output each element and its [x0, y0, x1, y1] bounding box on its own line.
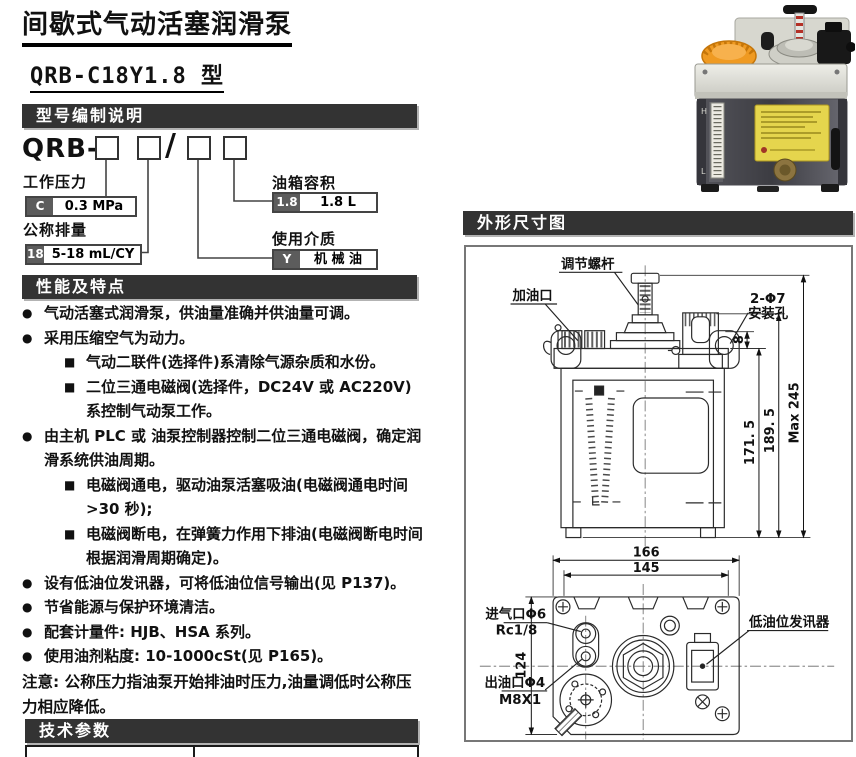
feature-text: 采用压缩空气为动力。 — [44, 328, 195, 347]
feature-text: 节省能源与保护环境清洁。 — [44, 598, 225, 616]
square-bullet-icon: ■ — [64, 477, 76, 492]
bullet-icon: ● — [22, 330, 33, 345]
model-slash: / — [165, 128, 176, 163]
code-medium: Y — [274, 251, 300, 268]
feature-text: 由主机 PLC 或 油泵控制器控制二位三通电磁阀，确定润滑系统供油周期。 — [44, 426, 422, 470]
gauge-low-mark: L — [701, 167, 706, 176]
code-working-pressure: C — [27, 198, 53, 215]
square-bullet-icon: ■ — [64, 526, 76, 541]
label-mounting-holes-size: 2-Φ7 — [750, 292, 786, 307]
dimension-drawing-svg: 8 171. 5 189. 5 Max 245 166 145 124 调节螺杆… — [479, 255, 835, 740]
bullet-icon: ● — [22, 428, 33, 443]
vent-knob — [761, 32, 774, 50]
value-tank-capacity: 1.8 L — [320, 195, 356, 210]
feature-text: 二位三通电磁阀(选择件，DC24V 或 AC220V)系控制气动泵工作。 — [86, 377, 412, 421]
page-title: 间歇式气动活塞润滑泵 — [22, 10, 293, 47]
code-box-4 — [223, 136, 247, 160]
label-low-level-sensor: 低油位发讯器 — [748, 614, 830, 631]
label-air-inlet-thread: Rc1/8 — [496, 624, 538, 639]
label-tank-capacity: 油箱容积 — [272, 174, 337, 192]
code-box-1 — [95, 136, 119, 160]
feature-item: ● 配套计量件: HJB、HSA 系列。 — [22, 620, 426, 645]
solenoid-connector — [817, 30, 851, 64]
bullet-icon: ● — [22, 600, 33, 614]
feature-item: ● 由主机 PLC 或 油泵控制器控制二位三通电磁阀，确定润滑系统供油周期。 — [22, 424, 426, 473]
pair-displacement: 18 5-18 mL/CY — [25, 244, 142, 265]
label-working-pressure: 工作压力 — [23, 173, 88, 191]
label-oil-outlet: 出油口Φ4 — [484, 674, 545, 691]
value-working-pressure: 0.3 MPa — [64, 199, 124, 214]
feature-text: 设有低油位发讯器，可将低油位信号输出(见 P137)。 — [44, 573, 406, 592]
gauge-high-mark: H — [701, 107, 707, 116]
label-mounting-holes: 安装孔 — [748, 305, 789, 322]
dim-124: 124 — [514, 652, 529, 679]
bullet-icon: ● — [22, 624, 33, 639]
section-bar-model-code: 型号编制说明 — [22, 104, 417, 128]
dim-171-5: 171. 5 — [743, 420, 758, 465]
dim-max-245: Max 245 — [788, 382, 803, 443]
feature-text: 电磁阀通电，驱动油泵活塞吸油(电磁阀通电时间>30 秒); — [86, 475, 408, 519]
value-displacement: 5-18 mL/CY — [51, 247, 135, 262]
feature-item: ■ 二位三通电磁阀(选择件，DC24V 或 AC220V)系控制气动泵工作。 — [22, 375, 426, 424]
feature-text: 使用油剂粘度: 10-1000cSt(见 P165)。 — [44, 647, 333, 665]
section-bar-tech-params: 技术参数 — [25, 719, 418, 743]
model-prefix: QRB- — [22, 134, 99, 164]
feature-item: ● 节省能源与保护环境清洁。 — [22, 595, 426, 620]
pair-working-pressure: C 0.3 MPa — [25, 196, 137, 217]
product-photo: H L — [665, 2, 855, 194]
page-model: QRB-C18Y1.8 型 — [30, 58, 224, 93]
tech-params-table-stub — [25, 745, 419, 757]
label-fill-port: 加油口 — [512, 287, 553, 304]
feature-item: ● 使用油剂粘度: 10-1000cSt(见 P165)。 — [22, 644, 426, 669]
note-text: 注意: 公称压力指油泵开始排油时压力,油量调低时公称压力相应降低。 — [22, 672, 412, 716]
feature-item: ■ 气动二联件(选择件)系清除气源杂质和水份。 — [22, 350, 426, 375]
label-oil-outlet-thread: M8X1 — [499, 693, 541, 708]
bullet-icon: ● — [22, 575, 33, 590]
label-displacement: 公称排量 — [23, 221, 88, 239]
dim-8: 8 — [732, 335, 747, 344]
pair-medium: Y 机 械 油 — [272, 249, 378, 270]
code-displacement: 18 — [27, 246, 44, 263]
pump-photo-illustration: H L — [694, 5, 855, 192]
dim-166: 166 — [633, 545, 660, 560]
dim-145: 145 — [633, 561, 660, 576]
section-bar-dimensions: 外形尺寸图 — [463, 211, 853, 235]
level-gauge — [710, 102, 725, 179]
feature-text: 配套计量件: HJB、HSA 系列。 — [44, 622, 260, 641]
square-bullet-icon: ■ — [64, 355, 76, 369]
bullet-icon: ● — [22, 649, 33, 663]
feature-item: ■ 电磁阀通电，驱动油泵活塞吸油(电磁阀通电时间>30 秒); — [22, 473, 426, 522]
dim-189-5: 189. 5 — [763, 408, 778, 453]
feature-item: ● 设有低油位发讯器，可将低油位信号输出(见 P137)。 — [22, 571, 426, 596]
label-adjusting-screw: 调节螺杆 — [561, 255, 615, 272]
section-bar-features: 性能及特点 — [22, 275, 417, 299]
table-divider — [193, 747, 195, 757]
pair-tank-capacity: 1.8 1.8 L — [272, 192, 378, 213]
label-medium: 使用介质 — [272, 230, 337, 248]
features-list: ● 气动活塞式润滑泵，供油量准确并供油量可调。 ● 采用压缩空气为动力。 ■ 气动二联… — [22, 301, 426, 720]
float-sensor-rod — [831, 128, 840, 170]
bullet-icon: ● — [22, 306, 33, 320]
feature-text: 气动二联件(选择件)系清除气源杂质和水份。 — [86, 353, 385, 371]
feature-item: ■ 电磁阀断电，在弹簧力作用下排油(电磁阀断电时间根据润滑周期确定)。 — [22, 522, 426, 571]
feature-text: 电磁阀断电，在弹簧力作用下排油(电磁阀断电时间根据润滑周期确定)。 — [86, 524, 423, 568]
t-handle — [783, 5, 817, 14]
code-box-2 — [137, 136, 161, 160]
feature-text: 气动活塞式润滑泵，供油量准确并供油量可调。 — [44, 304, 360, 322]
code-box-3 — [187, 136, 211, 160]
code-tank-capacity: 1.8 — [274, 194, 300, 211]
feature-item: ● 气动活塞式润滑泵，供油量准确并供油量可调。 — [22, 301, 426, 326]
label-air-inlet: 进气口Φ6 — [485, 606, 546, 623]
value-medium: 机 械 油 — [313, 252, 363, 267]
feature-item: ● 采用压缩空气为动力。 — [22, 326, 426, 351]
model-code-diagram: QRB- / 工作压力 C 0.3 MPa 公称排量 18 5-18 mL/CY… — [22, 128, 424, 274]
dimension-drawing: 8 171. 5 189. 5 Max 245 166 145 124 调节螺杆… — [464, 245, 853, 742]
square-bullet-icon: ■ — [64, 379, 76, 394]
